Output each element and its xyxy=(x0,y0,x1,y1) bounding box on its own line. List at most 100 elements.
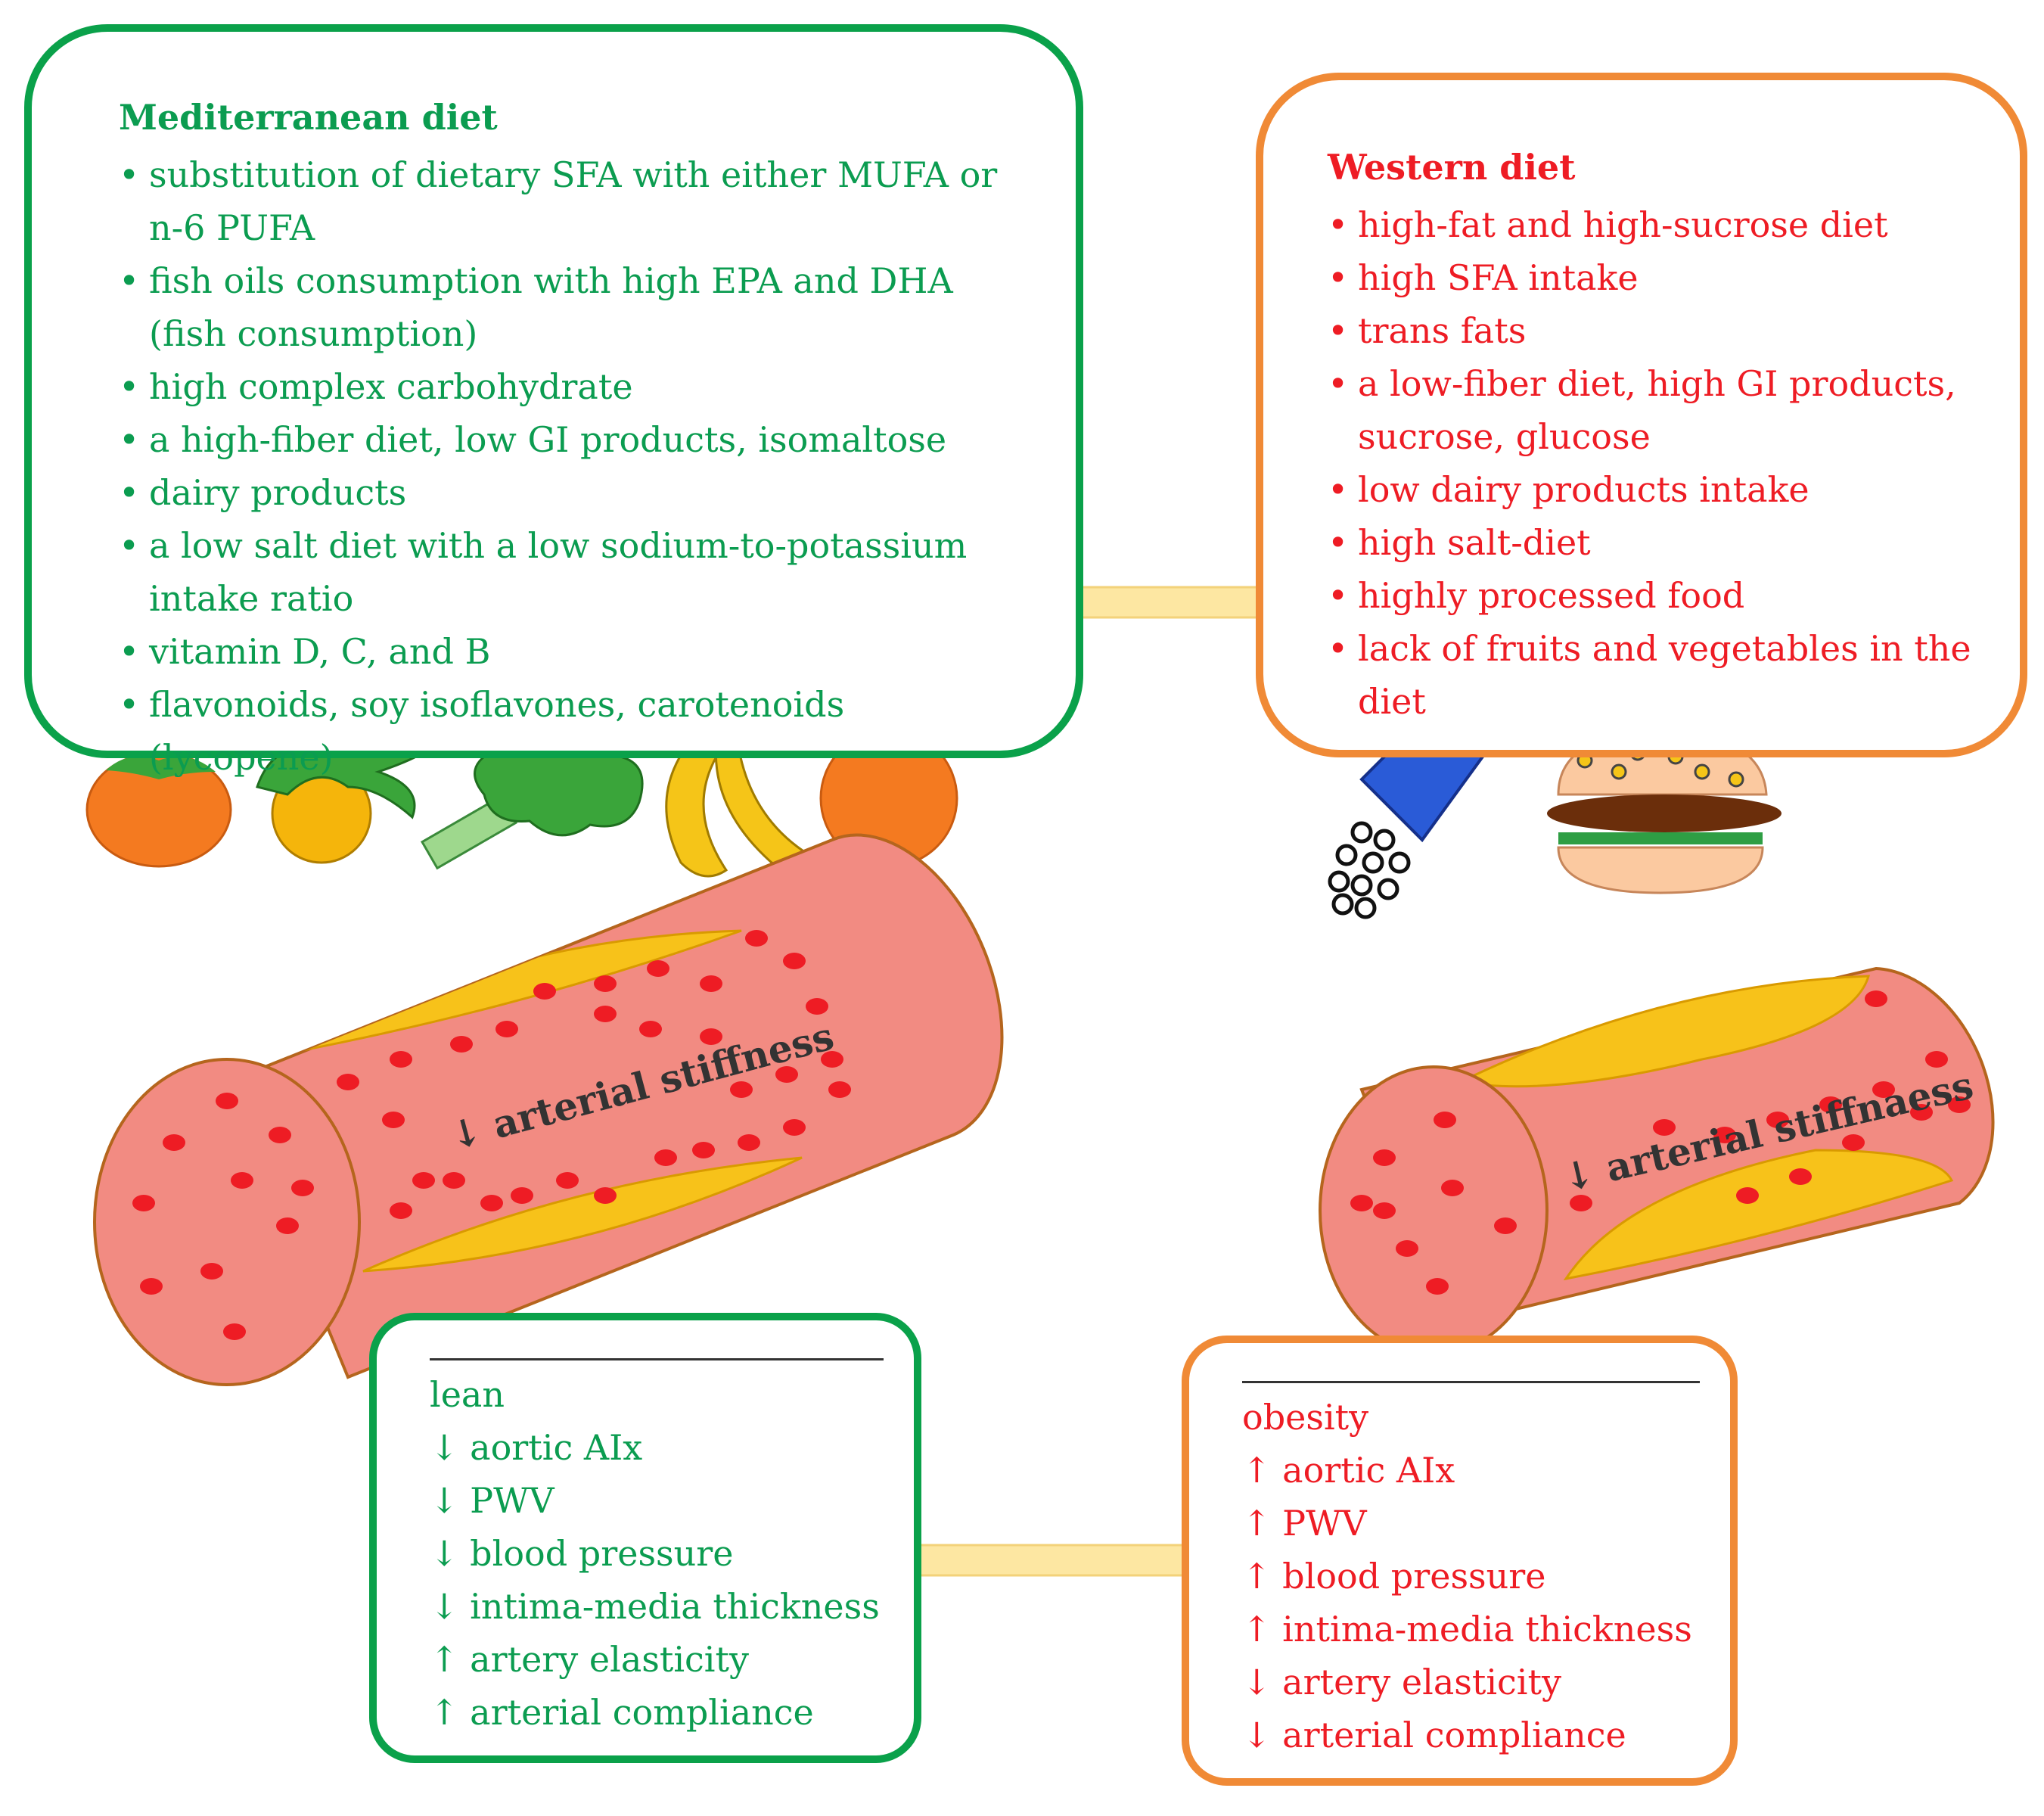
blood-cell-dot xyxy=(276,1217,299,1234)
blood-cell-dot xyxy=(1396,1240,1418,1257)
lean-label: lean xyxy=(430,1374,505,1415)
blood-cell-dot xyxy=(412,1172,435,1189)
blood-cell-dot xyxy=(639,1021,662,1037)
blood-cell-dot xyxy=(1570,1195,1592,1211)
blood-cell-dot xyxy=(163,1134,185,1151)
western-diet-title: Western diet xyxy=(1328,147,1576,188)
blood-cell-dot xyxy=(533,983,556,1000)
mediterranean-diet-panel: Mediterranean diet substitution of dieta… xyxy=(24,24,1083,778)
blood-cell-dot xyxy=(390,1202,412,1219)
western-item: trans fats xyxy=(1328,304,1974,357)
blood-cell-dot xyxy=(783,1119,806,1136)
mediterranean-diet-list: substitution of dietary SFA with either … xyxy=(119,148,1030,784)
western-diet-list: high-fat and high-sucrose diet high SFA … xyxy=(1328,198,1974,728)
blood-cell-dot xyxy=(1925,1051,1948,1068)
blood-cell-dot xyxy=(1494,1217,1517,1234)
obesity-outcomes-box: obesity ↑ aortic AIx ↑ PWV ↑ blood press… xyxy=(1182,1336,1738,1786)
blood-cell-dot xyxy=(1441,1180,1464,1196)
lean-divider xyxy=(430,1358,884,1360)
blood-cell-dot xyxy=(594,1187,617,1204)
blood-cell-dot xyxy=(783,953,806,969)
western-diet-panel: Western diet high-fat and high-sucrose d… xyxy=(1256,73,2027,757)
blood-cell-dot xyxy=(594,975,617,992)
blood-cell-dot xyxy=(1713,1127,1736,1143)
blood-cell-dot xyxy=(1736,1187,1759,1204)
blood-cell-dot xyxy=(1842,1134,1865,1151)
western-item: high SFA intake xyxy=(1328,251,1974,304)
blood-cell-dot xyxy=(556,1172,579,1189)
obesity-outcome: ↑ intima-media thickness xyxy=(1242,1609,1692,1650)
blood-cell-dot xyxy=(1872,1081,1895,1098)
mediterranean-item: substitution of dietary SFA with either … xyxy=(119,148,1030,254)
blood-cell-dot xyxy=(1373,1149,1396,1166)
lean-outcome: ↓ aortic AIx xyxy=(430,1427,643,1468)
mediterranean-item: flavonoids, soy isoflavones, carotenoids… xyxy=(119,678,1030,784)
mediterranean-diet-title: Mediterranean diet xyxy=(119,97,498,138)
western-item: a low-fiber diet, high GI products, sucr… xyxy=(1328,357,1974,463)
western-item: highly processed food xyxy=(1328,569,1974,622)
blood-cell-dot xyxy=(337,1074,359,1090)
lean-outcome: ↓ intima-media thickness xyxy=(430,1586,880,1627)
blood-cell-dot xyxy=(1434,1112,1456,1128)
lean-outcome: ↓ blood pressure xyxy=(430,1533,734,1574)
obesity-outcome: ↓ artery elasticity xyxy=(1242,1662,1561,1702)
blood-cell-dot xyxy=(200,1263,223,1280)
blood-cell-dot xyxy=(1653,1119,1676,1136)
blood-cell-dot xyxy=(806,998,828,1015)
obesity-label: obesity xyxy=(1242,1397,1369,1438)
obesity-divider xyxy=(1242,1381,1700,1383)
blood-cell-dot xyxy=(1766,1112,1789,1128)
blood-cell-dot xyxy=(738,1134,760,1151)
lean-outcome: ↑ artery elasticity xyxy=(430,1639,749,1680)
blood-cell-dot xyxy=(700,1028,722,1045)
mediterranean-item: high complex carbohydrate xyxy=(119,360,1030,413)
blood-cell-dot xyxy=(1948,1096,1971,1113)
blood-cell-dot xyxy=(1426,1278,1449,1295)
western-item: lack of fruits and vegetables in the die… xyxy=(1328,622,1974,728)
blood-cell-dot xyxy=(654,1149,677,1166)
blood-cell-dot xyxy=(1373,1202,1396,1219)
blood-cell-dot xyxy=(216,1093,238,1109)
blood-cell-dot xyxy=(140,1278,163,1295)
blood-cell-dot xyxy=(443,1172,465,1189)
western-item: low dairy products intake xyxy=(1328,463,1974,516)
blood-cell-dot xyxy=(223,1323,246,1340)
blood-cell-dot xyxy=(511,1187,533,1204)
mediterranean-item: dairy products xyxy=(119,466,1030,519)
blood-cell-dot xyxy=(480,1195,503,1211)
obesity-outcome: ↑ PWV xyxy=(1242,1503,1367,1544)
western-item: high-fat and high-sucrose diet xyxy=(1328,198,1974,251)
mediterranean-item: a high-fiber diet, low GI products, isom… xyxy=(119,413,1030,466)
obesity-outcome: ↓ arterial compliance xyxy=(1242,1715,1626,1755)
mediterranean-item: a low salt diet with a low sodium-to-pot… xyxy=(119,519,1030,625)
blood-cell-dot xyxy=(269,1127,291,1143)
mediterranean-item: vitamin D, C, and B xyxy=(119,625,1030,678)
blood-cell-dot xyxy=(1789,1168,1812,1185)
blood-cell-dot xyxy=(132,1195,155,1211)
western-item: high salt-diet xyxy=(1328,516,1974,569)
blood-cell-dot xyxy=(1910,1104,1933,1121)
blood-cell-dot xyxy=(450,1036,473,1053)
blood-cell-dot xyxy=(647,960,669,977)
blood-cell-dot xyxy=(692,1142,715,1158)
blood-cell-dot xyxy=(730,1081,753,1098)
blood-cell-dot xyxy=(1350,1195,1373,1211)
blood-cell-dot xyxy=(390,1051,412,1068)
blood-cell-dot xyxy=(291,1180,314,1196)
blood-cell-dot xyxy=(594,1006,617,1022)
blood-cell-dot xyxy=(821,1051,843,1068)
blood-cell-dot xyxy=(1819,1096,1842,1113)
lean-outcomes-box: lean ↓ aortic AIx ↓ PWV ↓ blood pressure… xyxy=(369,1313,921,1763)
right-artery: ↓ arterial stiffnaess xyxy=(1319,966,1995,1356)
blood-cell-dot xyxy=(775,1066,798,1083)
obesity-outcome: ↑ blood pressure xyxy=(1242,1556,1546,1597)
lean-outcome: ↓ PWV xyxy=(430,1480,554,1521)
blood-cell-dot xyxy=(495,1021,518,1037)
blood-cell-dot xyxy=(231,1172,253,1189)
left-artery: ↓ arterial stiffness xyxy=(93,833,1004,1386)
blood-cell-dot xyxy=(745,930,768,947)
blood-cell-dot xyxy=(828,1081,851,1098)
lean-outcome: ↑ arterial compliance xyxy=(430,1692,814,1733)
blood-cell-dot xyxy=(700,975,722,992)
